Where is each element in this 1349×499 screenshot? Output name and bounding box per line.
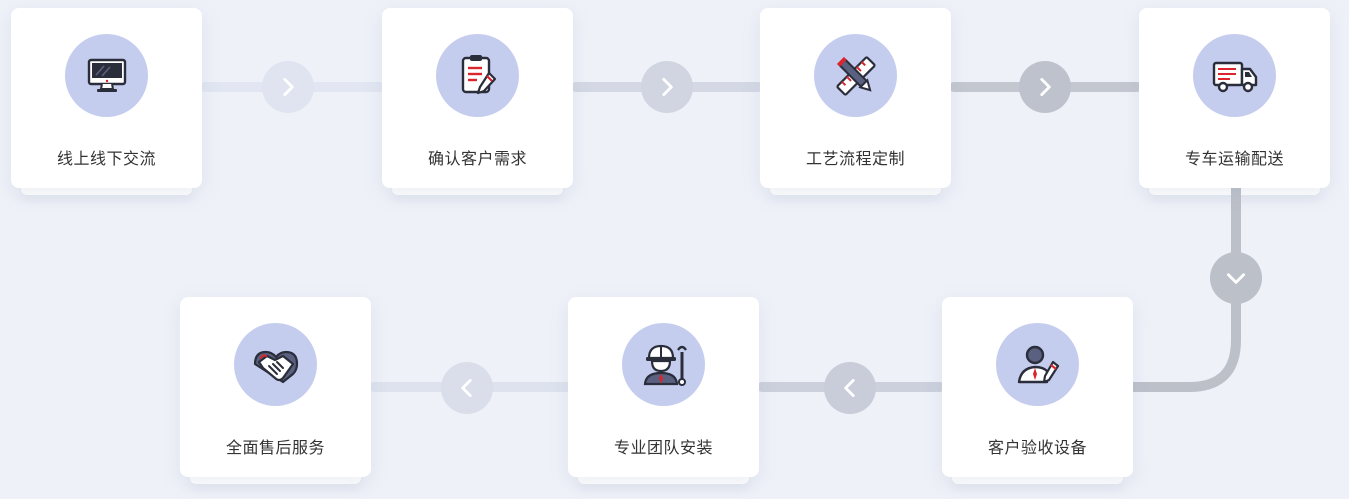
- step-card: 确认客户需求: [382, 8, 573, 195]
- connector-curve: [1131, 330, 1241, 392]
- step-card: 专业团队安装: [568, 297, 759, 484]
- step-label: 客户验收设备: [987, 440, 1087, 457]
- chevron-right-icon: [641, 61, 693, 113]
- chevron-right-icon: [262, 61, 314, 113]
- step-label: 线上线下交流: [56, 151, 156, 168]
- clipboard-icon: [436, 34, 519, 117]
- step-card: 工艺流程定制: [760, 8, 951, 195]
- chevron-left-icon: [441, 362, 493, 414]
- step-label: 专业团队安装: [613, 440, 713, 457]
- monitor-icon: [65, 34, 148, 117]
- engineer-icon: [622, 323, 705, 406]
- truck-icon: [1193, 34, 1276, 117]
- step-label: 全面售后服务: [225, 440, 325, 457]
- step-card: 线上线下交流: [11, 8, 202, 195]
- user-pen-icon: [996, 323, 1079, 406]
- handshake-icon: [234, 323, 317, 406]
- pencil-ruler-icon: [814, 34, 897, 117]
- step-card: 全面售后服务: [180, 297, 371, 484]
- chevron-left-icon: [824, 362, 876, 414]
- chevron-down-icon: [1210, 252, 1262, 304]
- step-card: 专车运输配送: [1139, 8, 1330, 195]
- step-label: 专车运输配送: [1184, 151, 1284, 168]
- step-card: 客户验收设备: [942, 297, 1133, 484]
- step-label: 工艺流程定制: [805, 151, 905, 168]
- chevron-right-icon: [1019, 61, 1071, 113]
- step-label: 确认客户需求: [427, 151, 527, 168]
